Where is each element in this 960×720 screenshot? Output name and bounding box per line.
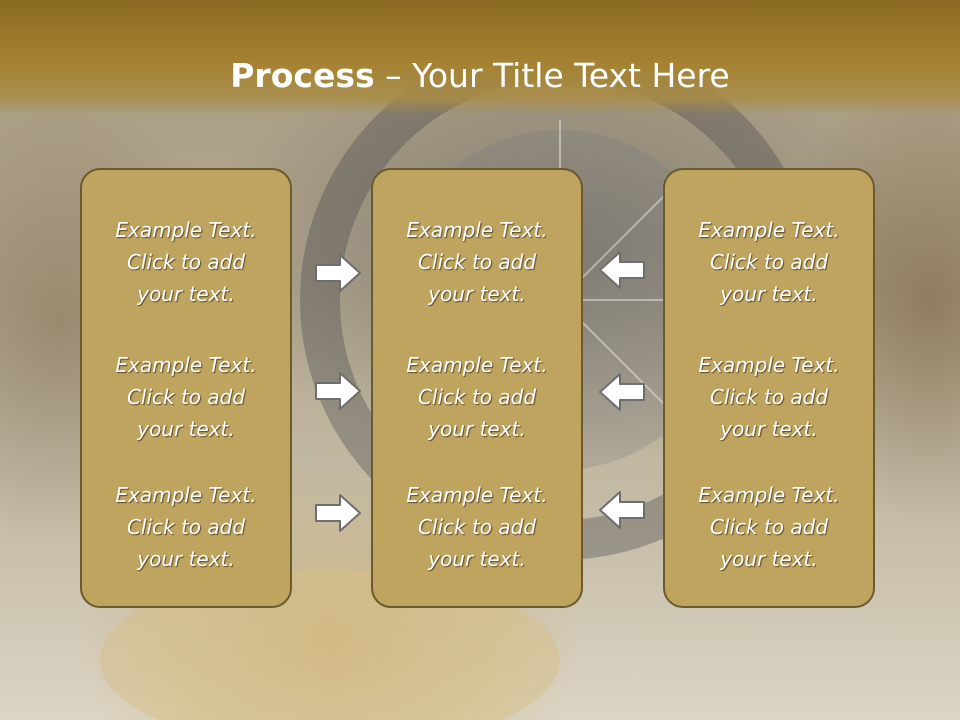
text-line: your text.	[137, 417, 235, 441]
text-line: Example Text.	[698, 353, 840, 377]
text-line: your text.	[137, 282, 235, 306]
text-line: Example Text.	[406, 483, 548, 507]
middle-panel[interactable]: Example Text. Click to add your text. Ex…	[371, 168, 583, 608]
left-arrow-icon	[599, 251, 645, 289]
text-line: your text.	[428, 282, 526, 306]
text-block[interactable]: Example Text. Click to add your text.	[665, 214, 873, 310]
text-line: Click to add	[126, 385, 246, 409]
text-line: Click to add	[417, 515, 537, 539]
text-line: Click to add	[709, 250, 829, 274]
left-arrow-icon	[599, 491, 645, 529]
title-bold: Process	[230, 56, 375, 95]
text-line: your text.	[428, 547, 526, 571]
text-line: Click to add	[417, 250, 537, 274]
text-line: Example Text.	[406, 353, 548, 377]
text-block[interactable]: Example Text. Click to add your text.	[373, 349, 581, 445]
text-block[interactable]: Example Text. Click to add your text.	[82, 479, 290, 575]
text-line: Click to add	[126, 515, 246, 539]
text-block[interactable]: Example Text. Click to add your text.	[82, 349, 290, 445]
title-band	[0, 0, 960, 115]
left-arrow-icon	[599, 373, 645, 411]
right-arrow-icon	[315, 372, 361, 410]
right-panel[interactable]: Example Text. Click to add your text. Ex…	[663, 168, 875, 608]
text-line: Click to add	[126, 250, 246, 274]
text-line: Click to add	[709, 515, 829, 539]
text-line: Example Text.	[698, 218, 840, 242]
text-line: your text.	[720, 282, 818, 306]
text-block[interactable]: Example Text. Click to add your text.	[665, 479, 873, 575]
text-line: your text.	[428, 417, 526, 441]
text-line: your text.	[137, 547, 235, 571]
text-block[interactable]: Example Text. Click to add your text.	[373, 214, 581, 310]
text-line: Click to add	[417, 385, 537, 409]
text-line: Click to add	[709, 385, 829, 409]
text-block[interactable]: Example Text. Click to add your text.	[665, 349, 873, 445]
text-line: Example Text.	[406, 218, 548, 242]
text-line: Example Text.	[115, 483, 257, 507]
slide-title[interactable]: Process – Your Title Text Here	[0, 54, 960, 98]
right-arrow-icon	[315, 494, 361, 532]
text-line: your text.	[720, 417, 818, 441]
right-arrow-icon	[315, 254, 361, 292]
text-line: Example Text.	[698, 483, 840, 507]
text-block[interactable]: Example Text. Click to add your text.	[373, 479, 581, 575]
text-line: your text.	[720, 547, 818, 571]
title-rest: – Your Title Text Here	[374, 56, 730, 95]
text-block[interactable]: Example Text. Click to add your text.	[82, 214, 290, 310]
text-line: Example Text.	[115, 353, 257, 377]
left-panel[interactable]: Example Text. Click to add your text. Ex…	[80, 168, 292, 608]
text-line: Example Text.	[115, 218, 257, 242]
